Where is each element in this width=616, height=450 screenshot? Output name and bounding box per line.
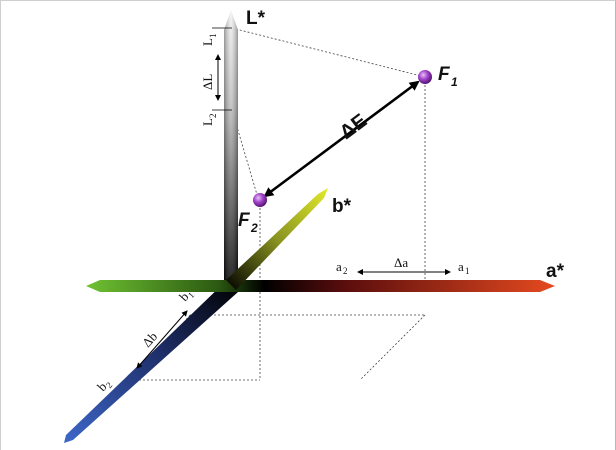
a2-label: a bbox=[336, 259, 342, 274]
b-axis-yellow-bar bbox=[226, 188, 328, 290]
b-axis-positive bbox=[226, 188, 328, 290]
a1-label: a bbox=[458, 259, 464, 274]
b1-subscript: 1 bbox=[186, 290, 196, 300]
point-F2-marker bbox=[253, 193, 267, 207]
b-axis-blue-bar bbox=[64, 282, 238, 443]
L2-label: L bbox=[200, 118, 215, 126]
guide-back-diag bbox=[359, 314, 426, 381]
delta-b-arrow bbox=[136, 310, 188, 369]
a1-subscript: 1 bbox=[465, 266, 470, 276]
a-axis bbox=[86, 280, 555, 292]
L1-subscript: 1 bbox=[208, 34, 218, 39]
delta-l-label: ΔL bbox=[200, 74, 215, 90]
L-axis bbox=[224, 10, 238, 288]
delta-e-arrow bbox=[263, 80, 420, 198]
a-axis-label: a* bbox=[546, 261, 565, 282]
L1-label: L bbox=[200, 38, 215, 46]
L2-subscript: 2 bbox=[208, 114, 218, 119]
delta-b-label: Δb bbox=[139, 329, 160, 350]
point-F2-subscript: 2 bbox=[250, 221, 258, 235]
a2-subscript: 2 bbox=[343, 266, 348, 276]
point-F2-label: F bbox=[238, 210, 251, 231]
guide-F1-to-L bbox=[231, 27, 426, 78]
guide-F2-to-L bbox=[231, 109, 259, 199]
b-axis-negative bbox=[64, 282, 238, 443]
point-F1-subscript: 1 bbox=[451, 75, 458, 89]
L-axis-label: L* bbox=[246, 8, 266, 29]
point-F1-marker bbox=[418, 70, 432, 84]
a-axis-bar bbox=[86, 280, 555, 292]
point-F1-label: F bbox=[438, 64, 451, 85]
b2-subscript: 2 bbox=[104, 380, 114, 390]
delta-a-label: Δa bbox=[394, 255, 408, 270]
b-axis-label: b* bbox=[332, 196, 352, 217]
